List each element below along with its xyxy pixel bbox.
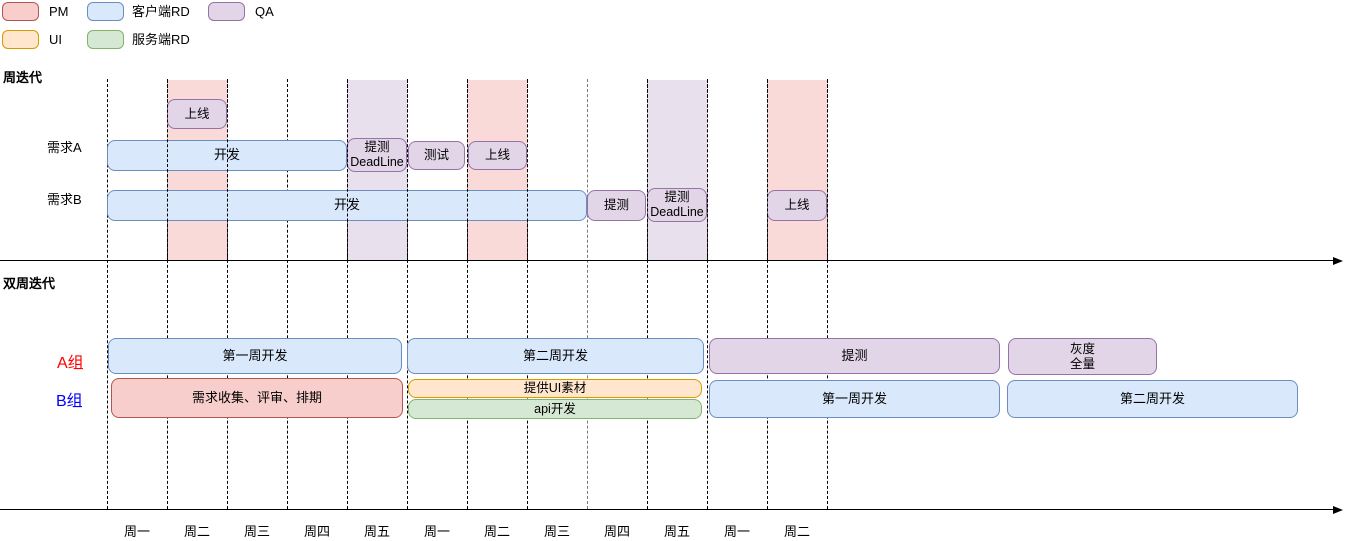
day-label: 周三 bbox=[243, 524, 270, 539]
bar-req-a-dev: 开发 bbox=[107, 140, 347, 171]
bar-req-b-dev: 开发 bbox=[107, 190, 587, 221]
weekly-section-title: 周迭代 bbox=[3, 70, 43, 85]
grid-line bbox=[407, 79, 408, 509]
deadline-day-band bbox=[647, 80, 707, 261]
row-label-group-b: B组 bbox=[56, 393, 83, 410]
biweekly-section-title: 双周迭代 bbox=[3, 276, 56, 291]
bar-group-b-week2-dev: 第二周开发 bbox=[1007, 380, 1298, 418]
bar-pre-launch: 上线 bbox=[167, 99, 227, 129]
weekly-axis-arrow bbox=[1333, 256, 1343, 265]
day-label: 周一 bbox=[723, 524, 750, 539]
grid-line bbox=[647, 79, 648, 509]
day-label: 周四 bbox=[603, 524, 630, 539]
day-label: 周五 bbox=[363, 524, 390, 539]
bar-group-a-week1-dev: 第一周开发 bbox=[108, 338, 402, 374]
row-label-req-b: 需求B bbox=[47, 192, 82, 207]
bar-group-b-ui-assets: 提供UI素材 bbox=[408, 379, 702, 398]
legend-swatch-pm bbox=[2, 2, 39, 21]
day-label: 周二 bbox=[783, 524, 810, 539]
grid-line bbox=[227, 79, 228, 509]
bar-group-b-api-dev: api开发 bbox=[408, 399, 702, 419]
grid-line bbox=[707, 79, 708, 509]
bar-group-a-gray-full: 灰度 全量 bbox=[1008, 338, 1157, 375]
bar-req-a-launch: 上线 bbox=[468, 141, 527, 170]
weekly-axis bbox=[0, 260, 1334, 261]
legend-label-pm: PM bbox=[49, 4, 69, 19]
bar-req-b-test-deadline: 提测 DeadLine bbox=[647, 188, 707, 222]
grid-line bbox=[827, 79, 828, 509]
legend-swatch-ui bbox=[2, 30, 39, 49]
bar-group-a-week2-dev: 第二周开发 bbox=[407, 338, 704, 374]
grid-line bbox=[467, 79, 468, 509]
biweekly-axis bbox=[0, 509, 1334, 510]
grid-line bbox=[167, 79, 168, 509]
legend-label-ui: UI bbox=[49, 32, 62, 47]
legend-swatch-qa bbox=[208, 2, 245, 21]
grid-line bbox=[347, 79, 348, 509]
bar-group-b-week1-dev: 第一周开发 bbox=[709, 380, 1000, 418]
release-day-band bbox=[767, 80, 827, 261]
bar-req-a-testing: 测试 bbox=[408, 141, 465, 170]
bar-req-b-launch: 上线 bbox=[767, 190, 827, 221]
day-label: 周三 bbox=[543, 524, 570, 539]
day-label: 周五 bbox=[663, 524, 690, 539]
legend-label-server-rd: 服务端RD bbox=[132, 32, 190, 47]
row-label-req-a: 需求A bbox=[47, 140, 82, 155]
grid-line bbox=[767, 79, 768, 509]
biweekly-axis-arrow bbox=[1333, 505, 1343, 514]
legend-label-client-rd: 客户端RD bbox=[132, 4, 190, 19]
bar-group-b-requirements: 需求收集、评审、排期 bbox=[111, 378, 403, 418]
day-label: 周一 bbox=[423, 524, 450, 539]
day-label: 周二 bbox=[183, 524, 210, 539]
row-label-group-a: A组 bbox=[57, 355, 84, 372]
grid-line-week-split bbox=[587, 79, 588, 509]
legend-label-qa: QA bbox=[255, 4, 274, 19]
bar-req-a-test-deadline: 提测 DeadLine bbox=[347, 138, 407, 172]
day-label: 周四 bbox=[303, 524, 330, 539]
legend-swatch-server-rd bbox=[87, 30, 124, 49]
grid-line bbox=[287, 79, 288, 509]
release-day-band bbox=[467, 80, 527, 261]
bar-group-a-submit: 提测 bbox=[709, 338, 1000, 374]
day-label: 周二 bbox=[483, 524, 510, 539]
day-label: 周一 bbox=[123, 524, 150, 539]
legend-swatch-client-rd bbox=[87, 2, 124, 21]
bar-req-b-submit: 提测 bbox=[587, 190, 646, 221]
grid-line bbox=[527, 79, 528, 509]
grid-line bbox=[107, 79, 108, 509]
